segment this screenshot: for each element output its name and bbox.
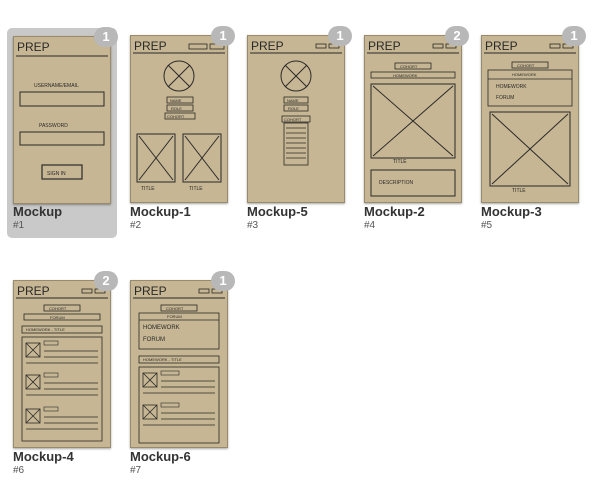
- mockup-number: #4: [364, 220, 376, 231]
- svg-text:HOMEWORK: HOMEWORK: [512, 72, 537, 77]
- sketch-profile: PREP NAME ROLE COHORT TITLE TITLE: [133, 39, 225, 192]
- mockup-thumbnail[interactable]: PREP NAME ROLE COHORT TITLE TITLE 1: [130, 26, 235, 203]
- mockup-card-5[interactable]: PREP COHORT HOMEWORK HOMEWORK FORUM TITL…: [475, 26, 586, 238]
- svg-text:COHORT: COHORT: [167, 114, 185, 119]
- mockup-name[interactable]: Mockup-5: [247, 204, 308, 219]
- sketch-cohort-menu: PREP COHORT HOMEWORK HOMEWORK FORUM TITL…: [484, 39, 576, 194]
- sketch-profile-list: PREP NAME ROLE COHORT: [250, 39, 342, 166]
- svg-text:PREP: PREP: [134, 284, 167, 298]
- comment-count-badge: 2: [445, 26, 469, 46]
- mockup-thumbnail[interactable]: PREP COHORT FORUM HOMEWORK FORUM HOMEWOR…: [130, 271, 235, 448]
- svg-text:FORUM: FORUM: [50, 315, 65, 320]
- mockup-card-2[interactable]: PREP NAME ROLE COHORT TITLE TITLE 1 Mock…: [124, 26, 235, 238]
- mockup-thumbnail[interactable]: PREP COHORT HOMEWORK HOMEWORK FORUM TITL…: [481, 26, 586, 203]
- mockup-number: #3: [247, 220, 259, 231]
- mockup-number: #6: [13, 465, 25, 476]
- svg-text:HOMEWORK: HOMEWORK: [496, 84, 527, 90]
- mockup-thumbnail[interactable]: PREP COHORT FORUM HOMEWORK - TITLE: [13, 271, 118, 448]
- mockup-number: #2: [130, 220, 142, 231]
- sketch-homework-detail: PREP COHORT HOMEWORK TITLE DESCRIPTION: [367, 39, 459, 197]
- sketch-forum-menu: PREP COHORT FORUM HOMEWORK FORUM HOMEWOR…: [133, 284, 225, 444]
- comment-count-badge: 1: [562, 26, 586, 46]
- svg-text:HOMEWORK - TITLE: HOMEWORK - TITLE: [26, 327, 65, 332]
- svg-text:DESCRIPTION: DESCRIPTION: [379, 180, 414, 186]
- mockup-thumbnail[interactable]: PREP NAME ROLE COHORT 1: [247, 26, 352, 203]
- svg-text:ROLE: ROLE: [171, 106, 182, 111]
- svg-text:FORUM: FORUM: [143, 337, 165, 343]
- mockup-card-1[interactable]: PREP USERNAME/EMAIL PASSWORD SIGN IN 1 M…: [7, 27, 118, 238]
- svg-text:FORUM: FORUM: [167, 314, 182, 319]
- svg-text:PASSWORD: PASSWORD: [39, 123, 68, 129]
- mockup-card-3[interactable]: PREP NAME ROLE COHORT 1 Mockup-5 #3: [241, 26, 352, 238]
- mockup-name[interactable]: Mockup-2: [364, 204, 425, 219]
- mockup-name[interactable]: Mockup: [13, 204, 63, 219]
- svg-text:TITLE: TITLE: [141, 186, 155, 192]
- mockup-name[interactable]: Mockup-1: [130, 204, 191, 219]
- svg-text:PREP: PREP: [251, 39, 284, 53]
- mockup-number: #5: [481, 220, 493, 231]
- mockup-card-7[interactable]: PREP COHORT FORUM HOMEWORK FORUM HOMEWOR…: [124, 271, 235, 483]
- svg-text:SIGN IN: SIGN IN: [47, 171, 66, 177]
- comment-count-badge: 2: [94, 271, 118, 291]
- mockup-thumbnail[interactable]: PREP COHORT HOMEWORK TITLE DESCRIPTION 2: [364, 26, 469, 203]
- sketch-login: PREP USERNAME/EMAIL PASSWORD SIGN IN: [16, 40, 108, 180]
- svg-text:COHORT: COHORT: [400, 64, 418, 69]
- svg-text:TITLE: TITLE: [189, 186, 203, 192]
- svg-text:PREP: PREP: [17, 40, 50, 54]
- mockup-number: #7: [130, 465, 142, 476]
- svg-text:ROLE: ROLE: [288, 106, 299, 111]
- svg-text:NAME: NAME: [170, 98, 182, 103]
- svg-text:HOMEWORK - TITLE: HOMEWORK - TITLE: [143, 357, 182, 362]
- comment-count-badge: 1: [211, 271, 235, 291]
- mockup-name[interactable]: Mockup-6: [130, 449, 191, 464]
- mockup-name[interactable]: Mockup-4: [13, 449, 74, 464]
- mockup-card-6[interactable]: PREP COHORT FORUM HOMEWORK - TITLE: [7, 271, 118, 483]
- svg-text:USERNAME/EMAIL: USERNAME/EMAIL: [34, 83, 79, 89]
- svg-text:NAME: NAME: [287, 98, 299, 103]
- mockup-thumbnail[interactable]: PREP USERNAME/EMAIL PASSWORD SIGN IN 1: [13, 27, 118, 204]
- svg-text:PREP: PREP: [17, 284, 50, 298]
- svg-text:PREP: PREP: [485, 39, 518, 53]
- mockup-number: #1: [13, 220, 25, 231]
- sketch-forum-list: PREP COHORT FORUM HOMEWORK - TITLE: [16, 284, 108, 442]
- svg-text:FORUM: FORUM: [496, 95, 514, 101]
- mockup-name[interactable]: Mockup-3: [481, 204, 542, 219]
- svg-text:COHORT: COHORT: [517, 63, 535, 68]
- comment-count-badge: 1: [211, 26, 235, 46]
- svg-text:HOMEWORK: HOMEWORK: [393, 73, 418, 78]
- svg-text:TITLE: TITLE: [393, 159, 407, 165]
- svg-text:COHORT: COHORT: [166, 306, 184, 311]
- comment-count-badge: 1: [328, 26, 352, 46]
- svg-text:TITLE: TITLE: [512, 188, 526, 194]
- svg-text:COHORT: COHORT: [49, 306, 67, 311]
- svg-text:PREP: PREP: [134, 39, 167, 53]
- mockup-card-4[interactable]: PREP COHORT HOMEWORK TITLE DESCRIPTION 2…: [358, 26, 469, 238]
- svg-text:HOMEWORK: HOMEWORK: [143, 325, 180, 331]
- svg-text:COHORT: COHORT: [284, 117, 302, 122]
- comment-count-badge: 1: [94, 27, 118, 47]
- svg-text:PREP: PREP: [368, 39, 401, 53]
